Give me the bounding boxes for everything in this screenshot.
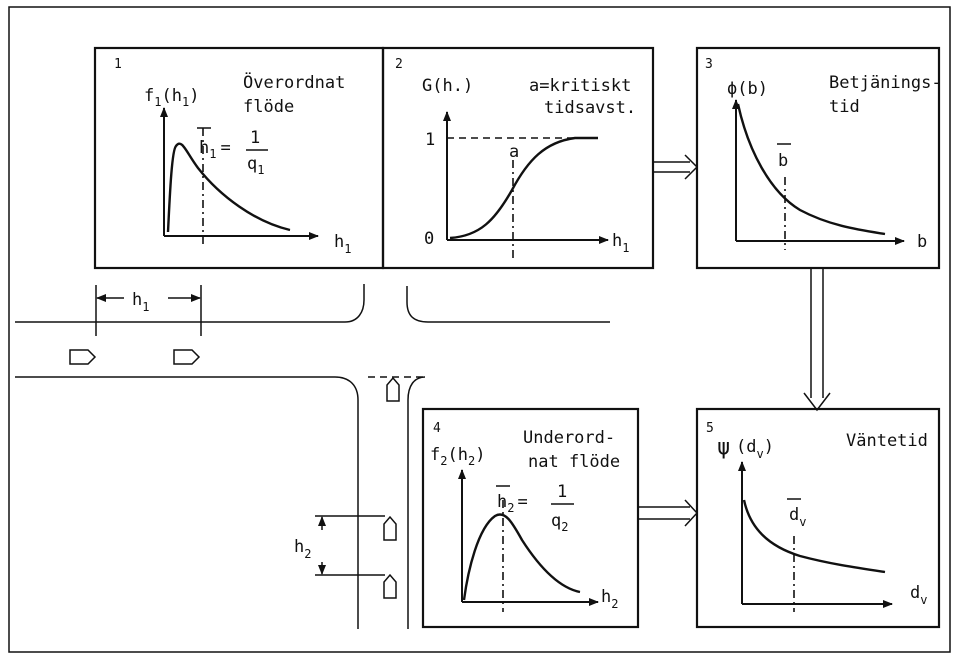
- arrow-2-to-3: [653, 154, 699, 180]
- panel-2-tick-one: 1: [425, 130, 435, 150]
- panel-1-y-axis-label: f1(h1): [144, 86, 199, 109]
- upper-right-corner: [406, 286, 610, 323]
- panel-3-number: 3: [705, 57, 713, 72]
- panel-4-x-axis-label: h2: [601, 587, 618, 611]
- panel-3-x-axis-label: b: [917, 232, 927, 252]
- panel-1-density-curve: [166, 142, 291, 233]
- panel-3-mean-label: b: [778, 151, 788, 171]
- panel-2-x-axis-label: h1: [612, 231, 629, 255]
- panel-2-distribution-curve: [449, 136, 598, 240]
- panel-2-y-axis-label: G(h.): [422, 76, 473, 96]
- minor-road-vehicle-1: [386, 376, 400, 402]
- outer-frame: [8, 6, 951, 653]
- upper-left-corner: [344, 284, 365, 323]
- panel-4-fraction-denominator: q2: [551, 511, 568, 534]
- minor-road-vehicle-3: [383, 573, 397, 599]
- panel-2-tick-zero: 0: [424, 229, 434, 249]
- panel-5-title: Väntetid: [846, 431, 928, 451]
- main-gap-label: h1: [132, 290, 149, 314]
- panel-1-mean-label: h1=: [199, 138, 231, 161]
- panel-2-title-line-2: tidsavst.: [544, 98, 636, 118]
- panel-3-y-axis-label: ϕ(b): [727, 79, 768, 99]
- main-road-vehicle-1: [69, 349, 97, 365]
- panel-4-frame: [421, 407, 640, 629]
- panel-5-waiting-time: 5 ψ (dv) Väntetid dv dv: [695, 407, 941, 629]
- arrow-4-to-5: [638, 499, 699, 527]
- panel-4-title-line-1: Underord-: [523, 428, 615, 448]
- panel-5-mean-label: dv: [789, 505, 806, 529]
- panel-3-service-curve: [736, 103, 886, 236]
- panel-4-mean-label: h2=: [497, 492, 528, 515]
- panel-4-fraction-numerator: 1: [557, 482, 567, 502]
- panel-4-density-curve: [462, 513, 581, 601]
- panel-5-frame: [695, 407, 941, 629]
- panel-2-frame: [381, 46, 655, 270]
- panel-5-waiting-curve: [742, 499, 886, 574]
- lower-left-corner: [334, 376, 359, 629]
- panel-2-critical-gap: 2 G(h.) a=kritiskt tidsavst. h1 1 0 a: [381, 46, 655, 270]
- panel-2-title-line-1: a=kritiskt: [529, 76, 631, 96]
- panel-3-title-line-2: tid: [829, 97, 860, 117]
- panel-3-service-time: 3 ϕ(b) Betjänings- tid b b: [695, 46, 942, 270]
- panel-1-x-axis-label: h1: [334, 232, 351, 256]
- panel-1-title-line-1: Överordnat: [243, 71, 345, 93]
- panel-4-title-line-2: nat flöde: [528, 452, 620, 472]
- road-layout: h1 h2: [15, 284, 610, 629]
- panel-1-major-flow: 1 f1(h1) Överordnat flöde h1 h1= 1 q1: [93, 46, 385, 270]
- panel-5-y-axis-label: (dv): [736, 437, 774, 461]
- panel-4-y-axis-label: f2(h2): [430, 445, 485, 468]
- panel-3-title-line-1: Betjänings-: [829, 73, 942, 93]
- arrow-3-to-5: [803, 268, 831, 412]
- panel-4-number: 4: [433, 421, 441, 436]
- panel-1-fraction-numerator: 1: [250, 128, 260, 148]
- panel-5-y-axis-symbol: ψ: [717, 435, 730, 460]
- panel-1-fraction-denominator: q1: [247, 154, 264, 177]
- minor-road-vehicle-2: [383, 515, 397, 541]
- panel-5-x-axis-label: dv: [910, 583, 927, 607]
- panel-5-number: 5: [706, 421, 714, 436]
- panel-4-minor-flow: 4 f2(h2) Underord- nat flöde h2 h2= 1 q2: [421, 407, 640, 629]
- panel-2-critical-mark: a: [509, 142, 519, 162]
- minor-gap-label: h2: [294, 537, 311, 561]
- panel-1-title-line-2: flöde: [243, 97, 294, 117]
- panel-1-number: 1: [114, 57, 122, 72]
- panel-3-frame: [695, 46, 941, 270]
- panel-2-number: 2: [395, 57, 403, 72]
- main-road-vehicle-2: [173, 349, 201, 365]
